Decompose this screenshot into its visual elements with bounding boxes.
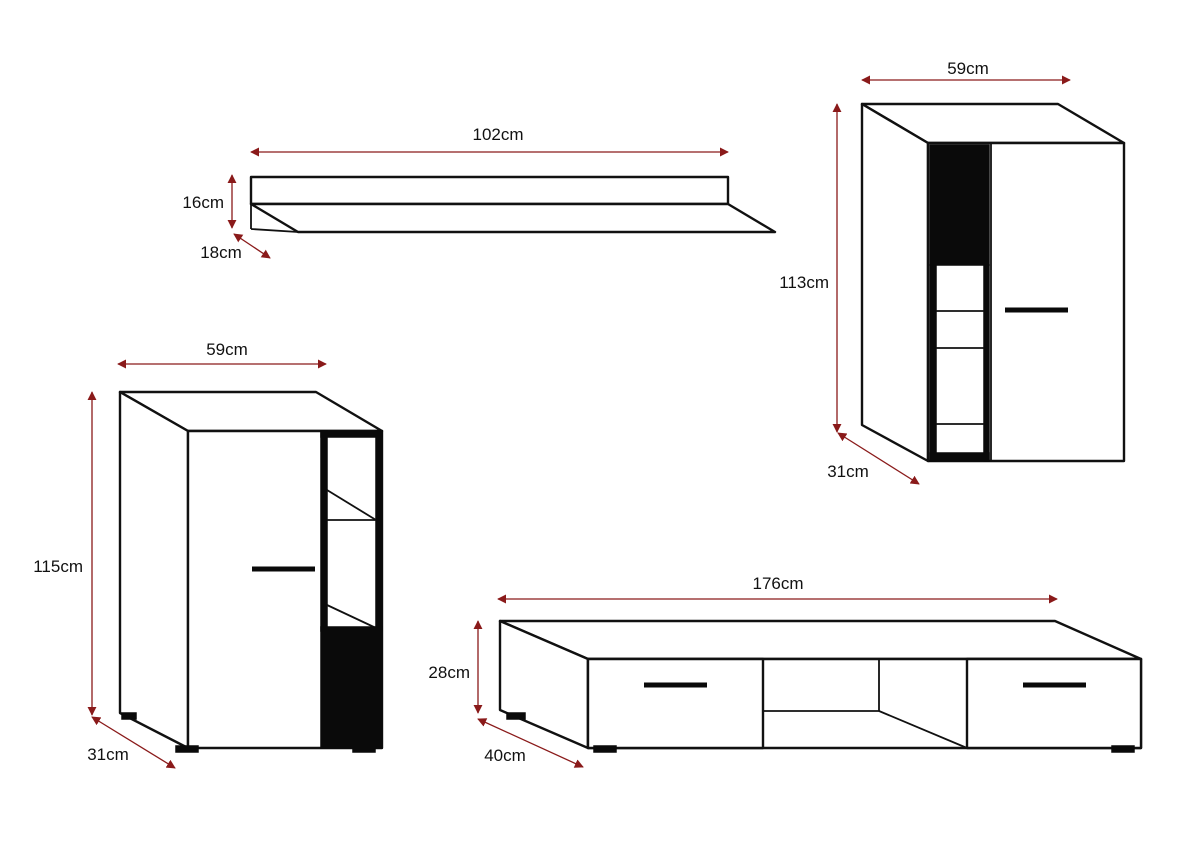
shelf-depth-arrow [233, 233, 271, 259]
tv-stand-left-drawer [586, 657, 765, 750]
tv-stand-dimensions: 176cm 28cm 40cm [428, 574, 1058, 768]
tv-stand-foot [1111, 745, 1135, 753]
shelf-top-surface [249, 202, 777, 234]
tv-stand-top [498, 619, 1143, 661]
tv-stand [498, 619, 1143, 753]
wall-shelf [249, 175, 777, 234]
tall-cabinet-niche-left-edge [320, 430, 328, 632]
shelf-width-label: 102cm [472, 125, 523, 144]
upper-cabinet-width-label: 59cm [947, 59, 989, 78]
tv-stand-foot [506, 712, 526, 720]
wall-shelf-dimensions: 102cm 16cm 18cm [182, 125, 729, 262]
tv-stand-width-label: 176cm [752, 574, 803, 593]
tall-cabinet-height-label: 115cm [33, 557, 83, 576]
upper-cabinet-height-label: 113cm [779, 273, 829, 292]
tall-cabinet-glass-shelf [326, 604, 377, 629]
tall-cabinet-niche-top [320, 430, 383, 438]
upper-cabinet-niche-left-edge [929, 264, 937, 462]
tv-stand-open-shelf-floor [878, 710, 968, 749]
upper-cabinet [860, 102, 1126, 463]
shelf-height-label: 16cm [182, 193, 224, 212]
upper-cabinet-depth-label: 31cm [827, 462, 869, 481]
upper-cabinet-side [860, 102, 930, 463]
tv-stand-foot [593, 745, 617, 753]
tall-cabinet-foot [175, 745, 199, 753]
upper-cabinet-niche-right-edge [983, 264, 990, 462]
tall-cabinet-depth-arrow [91, 716, 176, 769]
tv-stand-right-drawer [965, 657, 1143, 750]
tall-cabinet-width-label: 59cm [206, 340, 248, 359]
shelf-front-panel [249, 175, 730, 206]
upper-cabinet-dimensions: 59cm 113cm 31cm [779, 59, 1071, 485]
shelf-depth-label: 18cm [200, 243, 242, 262]
tall-cabinet-side [118, 390, 190, 750]
upper-cabinet-niche-bottom [929, 452, 990, 462]
upper-cabinet-depth-arrow [837, 432, 920, 485]
tv-stand-depth-label: 40cm [484, 746, 526, 765]
tall-cabinet-niche-right-edge [375, 430, 383, 632]
shelf-side-edge-bottom [250, 228, 299, 233]
tall-cabinet-depth-label: 31cm [87, 745, 129, 764]
tall-cabinet-dimensions: 59cm 115cm 31cm [33, 340, 327, 769]
tall-cabinet [118, 390, 384, 753]
upper-cabinet-dark-block [929, 144, 990, 266]
tv-stand-height-label: 28cm [428, 663, 470, 682]
tall-cabinet-foot [121, 712, 137, 720]
tall-cabinet-foot [352, 745, 376, 753]
tv-stand-depth-arrow [477, 718, 584, 768]
tall-cabinet-dark-block [320, 626, 383, 749]
tall-cabinet-glass-shelf [326, 489, 377, 521]
